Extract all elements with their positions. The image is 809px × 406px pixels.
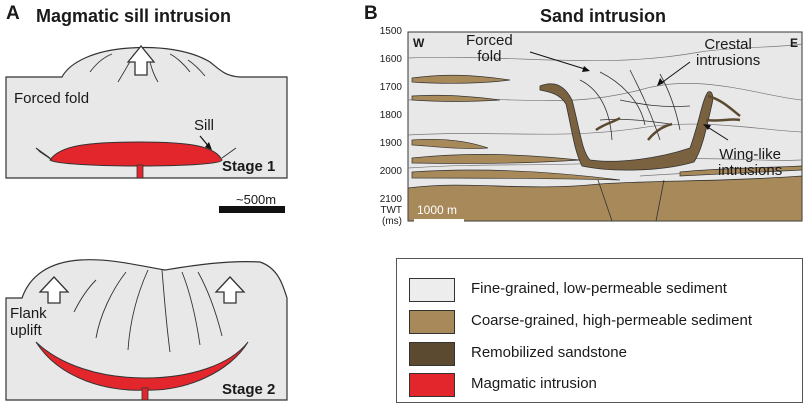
crestal-intrusions-label: Crestal intrusions (696, 36, 761, 69)
stage2-label: Stage 2 (222, 381, 276, 398)
legend: Fine-grained, low-permeable sediment Coa… (396, 258, 803, 403)
forced-fold-label-a: Forced fold (14, 90, 90, 107)
scale-label-a: ~500m (236, 192, 277, 207)
legend-label: Magmatic intrusion (471, 375, 597, 392)
swatch-fine-sediment (409, 278, 455, 302)
legend-label: Fine-grained, low-permeable sediment (471, 280, 727, 297)
axis-tick: 1900 (379, 138, 402, 149)
panel-a-letter: A (6, 3, 20, 24)
flank-uplift-label: Flank uplift (10, 305, 47, 339)
panel-b-title: Sand intrusion (540, 6, 666, 26)
stage2-block (5, 259, 288, 401)
east-label: E (790, 36, 799, 50)
swatch-magmatic-intrusion (409, 373, 455, 397)
twt-axis: 1500 1600 1700 1800 1900 2000 2100 TWT (… (368, 26, 404, 227)
axis-tick: 1700 (379, 82, 402, 93)
legend-label: Remobilized sandstone (471, 344, 627, 361)
axis-tick: 1800 (379, 110, 402, 121)
sand-section (407, 31, 803, 223)
swatch-remobilized-sandstone (409, 342, 455, 366)
axis-tick: 2000 (379, 166, 402, 177)
panel-a-title: Magmatic sill intrusion (36, 6, 232, 26)
legend-label: Coarse-grained, high-permeable sediment (471, 312, 752, 329)
stage1-label: Stage 1 (222, 158, 276, 175)
axis-tick: 2100 (379, 194, 402, 205)
swatch-coarse-sediment (409, 310, 455, 334)
axis-tick: 1500 (379, 26, 402, 37)
west-label: W (413, 36, 425, 50)
sill-label: Sill (194, 117, 215, 134)
axis-tick: 1600 (379, 54, 402, 65)
forced-fold-label-b: Forced fold (466, 32, 513, 65)
wing-like-intrusions-label: Wing-like intrusions (718, 146, 783, 179)
stage1-block (5, 44, 288, 179)
scale-label-b: 1000 m (417, 203, 458, 217)
panel-b-letter: B (364, 3, 378, 24)
axis-unit: TWT (ms) (380, 205, 402, 227)
